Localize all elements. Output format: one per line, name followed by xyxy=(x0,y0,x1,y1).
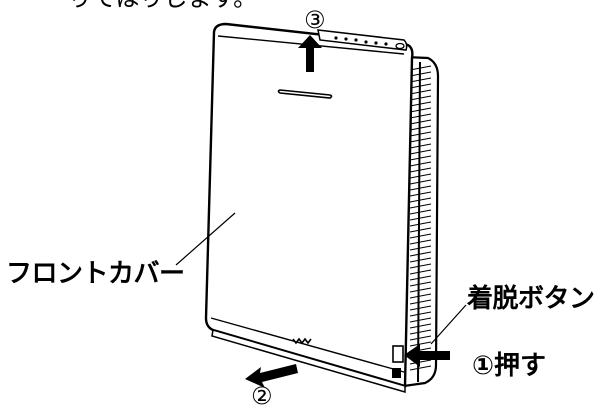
purifier-side-panel xyxy=(402,55,440,388)
brand-logo xyxy=(292,337,312,345)
front-cover-panel xyxy=(204,22,414,393)
release-button-part xyxy=(392,345,404,363)
front-cover-label: フロントカバー xyxy=(6,259,185,289)
arrow-up-icon xyxy=(298,35,322,72)
release-button-leader-line xyxy=(430,304,467,345)
release-button-label: 着脱ボタン xyxy=(467,284,595,314)
push-action-label: ①押す xyxy=(472,351,547,381)
front-cover-leader-line xyxy=(175,212,236,266)
step-3-marker: ③ xyxy=(304,6,326,34)
step-2-marker: ② xyxy=(251,382,273,410)
caption-fragment: りてはりします。 xyxy=(68,0,257,10)
arrow-push-icon xyxy=(404,344,450,367)
arrow-left-icon xyxy=(245,364,298,388)
